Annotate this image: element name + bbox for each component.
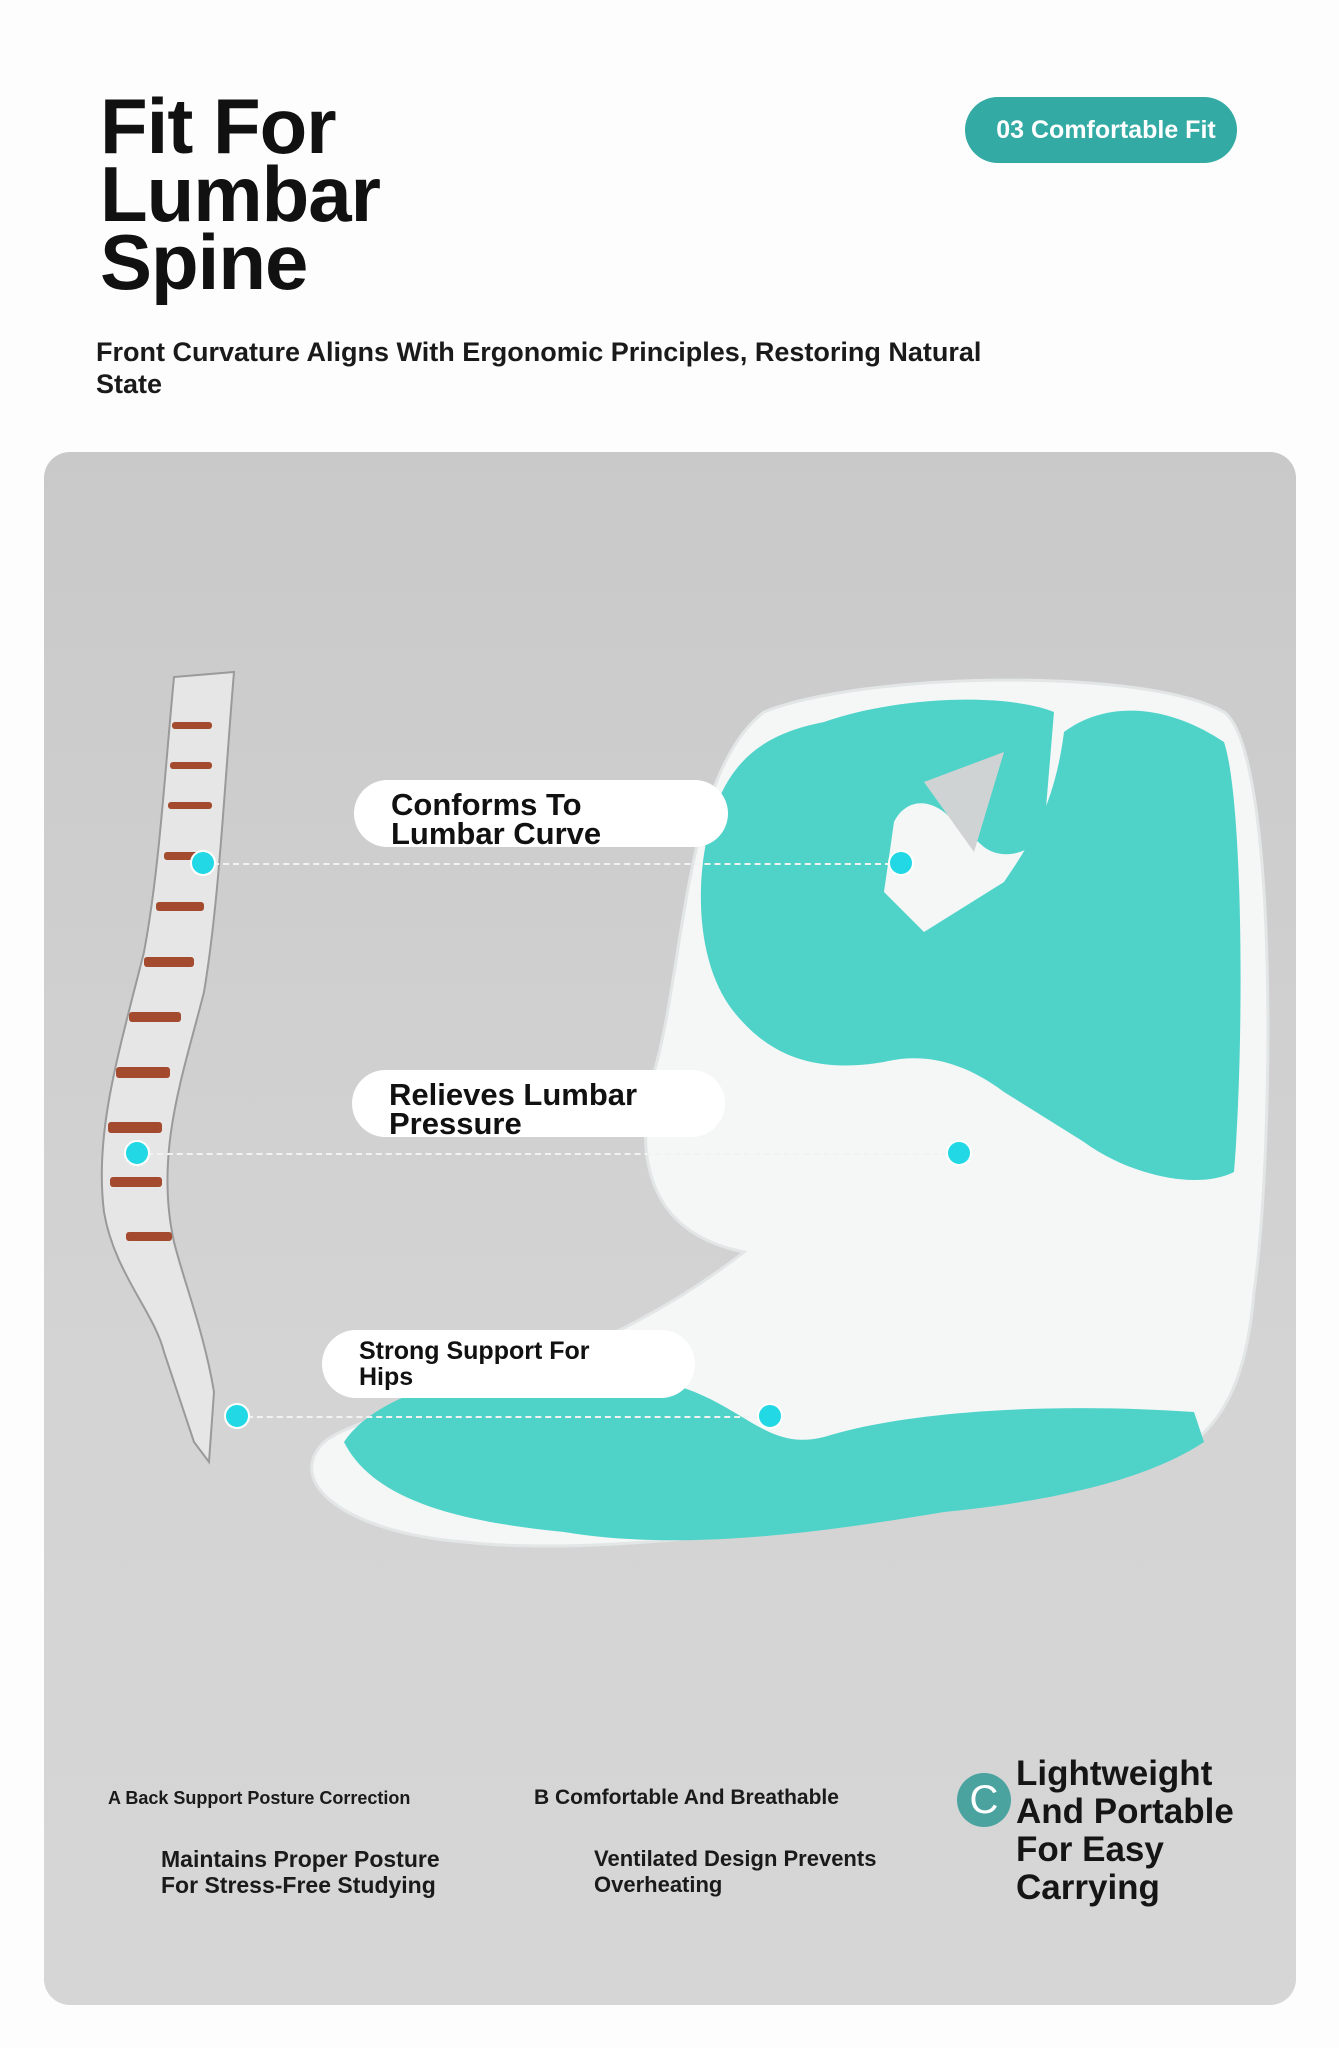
callout-text: Lumbar Curve <box>391 816 602 851</box>
seat-point-dot <box>888 850 914 876</box>
feature-b-desc: Ventilated Design Prevents Overheating <box>594 1846 876 1898</box>
spine-point-dot <box>124 1140 150 1166</box>
callout-text: Pressure <box>389 1106 522 1141</box>
callout-hip-support: Strong Support For Hips <box>322 1330 695 1398</box>
feature-c-line: Carrying <box>1016 1868 1160 1907</box>
callout-text: Strong Support For <box>359 1337 590 1365</box>
product-panel: Conforms To Lumbar Curve Relieves Lumbar… <box>44 452 1296 2005</box>
page-title: Fit For Lumbar Spine <box>100 82 381 306</box>
callout-lumbar-pressure: Relieves Lumbar Pressure <box>352 1070 725 1141</box>
seat-illustration <box>310 678 1270 1548</box>
callout-line <box>237 1416 770 1418</box>
feature-desc-line: Overheating <box>594 1872 723 1897</box>
subtitle: Front Curvature Aligns With Ergonomic Pr… <box>96 337 982 399</box>
callout-text: Conforms To <box>391 787 582 822</box>
spine-illustration <box>100 670 236 1465</box>
feature-c-line: And Portable <box>1016 1792 1234 1831</box>
title-line: Spine <box>100 218 308 306</box>
product-illustration <box>100 670 1270 1548</box>
section-badge: 03 Comfortable Fit <box>965 97 1237 163</box>
spine-point-dot <box>190 850 216 876</box>
feature-desc-line: Maintains Proper Posture <box>161 1846 440 1872</box>
callout-text: Hips <box>359 1363 414 1391</box>
feature-desc-line: For Stress-Free Studying <box>161 1872 436 1898</box>
feature-a-title: A Back Support Posture Correction <box>108 1788 411 1808</box>
callout-lumbar-curve: Conforms To Lumbar Curve <box>354 780 728 851</box>
title-line: Lumbar <box>100 150 381 238</box>
seat-point-dot <box>946 1140 972 1166</box>
feature-c-line: Lightweight <box>1016 1754 1213 1793</box>
title-line: Fit For <box>100 82 337 170</box>
feature-c-line: For Easy <box>1016 1830 1164 1869</box>
callout-line <box>203 863 901 865</box>
feature-a-desc: Maintains Proper Posture For Stress-Free… <box>161 1846 440 1898</box>
seat-point-dot <box>757 1403 783 1429</box>
spine-point-dot <box>224 1403 250 1429</box>
callout-line <box>137 1153 959 1155</box>
callout-text: Relieves Lumbar <box>389 1077 638 1112</box>
feature-desc-line: Ventilated Design Prevents <box>594 1846 877 1871</box>
feature-c-text: Lightweight And Portable For Easy Carryi… <box>1016 1755 1234 1907</box>
feature-c-badge: C <box>957 1773 1011 1827</box>
feature-b-title: B Comfortable And Breathable <box>534 1786 839 1809</box>
